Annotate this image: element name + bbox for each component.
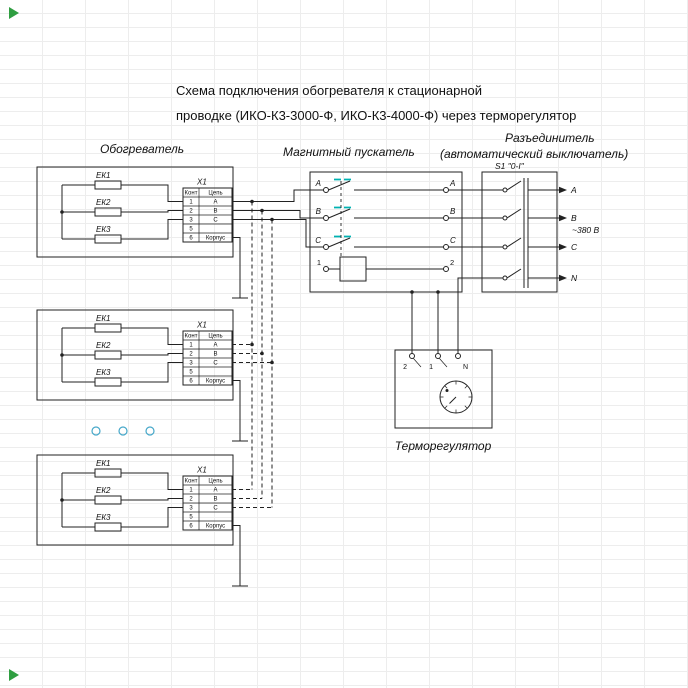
- arrow-icon: [559, 274, 567, 282]
- circuit-cell: A: [213, 200, 217, 206]
- heater-block-3: [36, 454, 249, 587]
- thermostat-contact-blade: [439, 358, 448, 368]
- resistor-ek2: [94, 207, 122, 217]
- dial-pointer: [449, 396, 457, 404]
- phase-label: C: [450, 236, 456, 245]
- phase-label: B: [316, 207, 322, 216]
- thermostat: 2 1 N: [394, 349, 493, 429]
- heater-internal-wires: [60, 184, 183, 240]
- phase-label: C: [315, 236, 321, 245]
- switch-designator-label: S1 "0-I": [495, 161, 525, 171]
- starter-coil: 1 2: [317, 256, 454, 282]
- title-line1: Схема подключения обогревателя к стацион…: [176, 83, 482, 98]
- disconnector-pole-n: N: [502, 268, 578, 283]
- disconnector-pole-b: B: [502, 208, 577, 223]
- thermostat-outline: [394, 349, 493, 429]
- connector-name: X1: [196, 178, 207, 187]
- phase-bus-wires: [232, 189, 324, 508]
- pin-cell: 2: [189, 209, 193, 215]
- cell-marker-icon: [9, 7, 19, 19]
- resistor-label: ЕК1: [96, 171, 111, 180]
- thermostat-terminal-label: N: [463, 364, 468, 371]
- thermostat-terminal-label: 1: [429, 364, 433, 371]
- supply-voltage-label: ~380 В: [572, 225, 600, 235]
- heater-section-label: Обогреватель: [100, 142, 184, 156]
- starter-output-wires: [448, 189, 503, 248]
- coil-terminal-label: 2: [450, 258, 454, 267]
- disconnector: A B C N: [481, 171, 578, 293]
- resistor-ek1: [94, 180, 122, 190]
- title-line2: проводке (ИКО-К3-3000-Ф, ИКО-К3-4000-Ф) …: [176, 108, 576, 123]
- output-label: B: [571, 213, 577, 223]
- phase-label: B: [450, 207, 456, 216]
- starter-outline: [309, 171, 463, 293]
- phase-label: A: [449, 179, 455, 188]
- disconnector-section-label: Разъединитель: [505, 131, 595, 145]
- pin-cell: 3: [189, 218, 193, 224]
- arrow-icon: [559, 243, 567, 251]
- resistor-label: ЕК2: [96, 198, 111, 207]
- magnetic-starter: A A B B C C: [309, 171, 463, 293]
- control-circuit-wires: [410, 277, 503, 354]
- chassis-lead: [232, 237, 248, 299]
- starter-contact-c: C C: [315, 235, 456, 250]
- output-label: A: [570, 185, 577, 195]
- starter-section-label: Магнитный пускатель: [283, 145, 415, 159]
- connector-table: Конт Цепь 1 A 2 B 3 C 5 6 Корпус: [182, 187, 233, 243]
- disconnector-pole-c: C: [502, 237, 578, 252]
- ellipsis-more-heaters: [91, 426, 155, 436]
- resistor-label: ЕК3: [96, 225, 111, 234]
- disconnector-pole-a: A: [502, 180, 577, 195]
- disconnector-section-sublabel: (автоматический выключатель): [440, 147, 628, 161]
- circuit-cell: Корпус: [206, 236, 225, 242]
- arrow-icon: [559, 214, 567, 222]
- heater-block: ЕК1 ЕК2 ЕК3 X1 Конт Цепь 1 A 2 B 3 C 5 6…: [36, 166, 248, 299]
- thermostat-dial: [439, 380, 473, 414]
- circuit-cell: B: [213, 209, 217, 215]
- heater-block-outline: [36, 166, 234, 258]
- coil-symbol: [339, 256, 367, 282]
- coil-terminal-label: 1: [317, 258, 321, 267]
- cell-marker-icon: [9, 669, 19, 681]
- arrow-icon: [559, 186, 567, 194]
- heater-block-2: [36, 309, 249, 442]
- starter-contact-a: A A: [315, 178, 455, 193]
- thermostat-section-label: Терморегулятор: [395, 439, 492, 453]
- thermostat-terminal-label: 2: [403, 364, 407, 371]
- disconnector-outline: [481, 171, 558, 293]
- output-label: N: [571, 273, 578, 283]
- pin-cell: 5: [189, 227, 193, 233]
- thermostat-contact-blade: [413, 358, 422, 368]
- starter-contact-b: B B: [316, 206, 456, 221]
- connector-header-pin: Конт: [185, 191, 198, 197]
- output-label: C: [571, 242, 578, 252]
- circuit-cell: C: [213, 218, 218, 224]
- phase-label: A: [315, 179, 321, 188]
- pin-cell: 6: [189, 236, 193, 242]
- resistor-ek3: [94, 234, 122, 244]
- connector-header-circuit: Цепь: [208, 191, 222, 197]
- pin-cell: 1: [189, 200, 193, 206]
